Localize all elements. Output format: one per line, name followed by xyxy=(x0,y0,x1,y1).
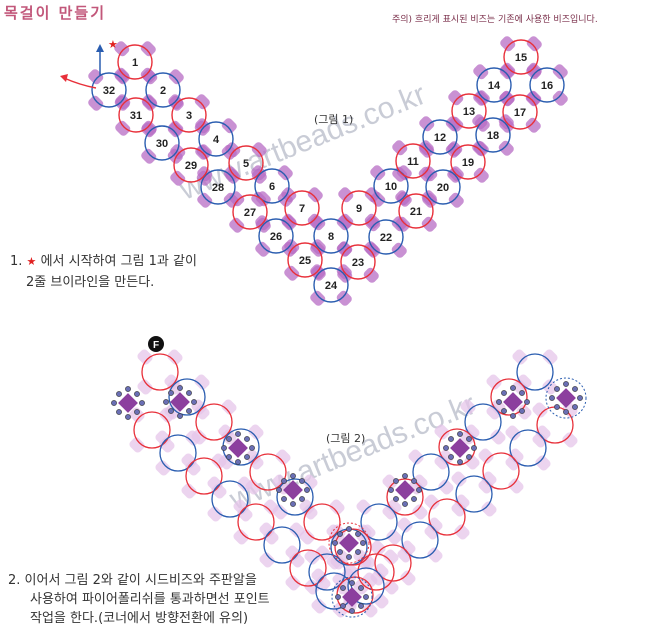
step2-instructions: 2. 이어서 그림 2와 같이 시드비즈와 주판알을 사용하여 파이어폴리쉬를 … xyxy=(8,571,270,628)
cell-label: 19 xyxy=(462,157,474,169)
cell-label: 2 xyxy=(160,85,166,97)
cell-label: 16 xyxy=(541,80,553,92)
cell-label: 29 xyxy=(185,160,197,172)
cell-label: 30 xyxy=(156,138,168,150)
step1-number: 1. xyxy=(10,254,23,269)
cell-label: 22 xyxy=(380,232,392,244)
start-star-icon: ★ xyxy=(108,38,118,51)
cell-label: 6 xyxy=(269,181,275,193)
cell-label: 4 xyxy=(213,134,220,146)
cell-label: 24 xyxy=(325,280,338,292)
page-title: 목걸이 만들기 xyxy=(4,4,107,22)
cell-label: 21 xyxy=(410,206,422,218)
cell-label: 14 xyxy=(488,80,501,92)
cell-label: 20 xyxy=(437,182,449,194)
step2-number: 2. xyxy=(8,573,21,588)
step2-line2: 사용하여 파이어폴리쉬를 통과하면선 포인트 xyxy=(30,592,270,607)
cell-label: 1 xyxy=(132,57,138,69)
cell-label: 17 xyxy=(514,107,526,119)
cell-label: 7 xyxy=(299,203,305,215)
figure1: 1234567891011121314151617181920212223242… xyxy=(60,36,568,306)
cell-label: 9 xyxy=(356,203,362,215)
figure2: F xyxy=(111,336,587,618)
cell-label: 8 xyxy=(328,231,334,243)
figure2-caption: (그림 2) xyxy=(326,432,366,445)
cell-label: 3 xyxy=(186,110,192,122)
cell-label: 13 xyxy=(463,106,475,118)
cell-label: 5 xyxy=(243,158,249,170)
svg-text:F: F xyxy=(153,340,159,351)
cell-label: 31 xyxy=(130,110,142,122)
star-icon: ★ xyxy=(26,255,37,268)
cell-label: 10 xyxy=(385,181,397,193)
cell-label: 12 xyxy=(434,132,446,144)
figure1-caption: (그림 1) xyxy=(314,113,354,126)
cell-label: 11 xyxy=(407,156,419,168)
cell-label: 26 xyxy=(270,231,282,243)
cell-label: 25 xyxy=(299,255,311,267)
finish-marker xyxy=(148,336,164,352)
step1-instructions: 1. ★ 에서 시작하여 그림 1과 같이 2줄 브이라인을 만든다. xyxy=(10,251,197,293)
step2-line1: 이어서 그림 2와 같이 시드비즈와 주판알을 xyxy=(24,573,257,588)
cell-label: 32 xyxy=(103,85,115,97)
step1-line1: 에서 시작하여 그림 1과 같이 xyxy=(40,254,197,269)
note-text: 주의) 흐리게 표시된 비즈는 기존에 사용한 비즈입니다. xyxy=(392,15,598,25)
cell-label: 15 xyxy=(515,52,527,64)
step1-line2: 2줄 브이라인을 만든다. xyxy=(26,275,155,290)
cell-label: 28 xyxy=(212,182,224,194)
cell-label: 18 xyxy=(487,130,499,142)
cell-label: 27 xyxy=(244,207,256,219)
step2-line3: 작업을 한다.(코너에서 방향전환에 유의) xyxy=(30,611,249,626)
cell-label: 23 xyxy=(352,257,364,269)
